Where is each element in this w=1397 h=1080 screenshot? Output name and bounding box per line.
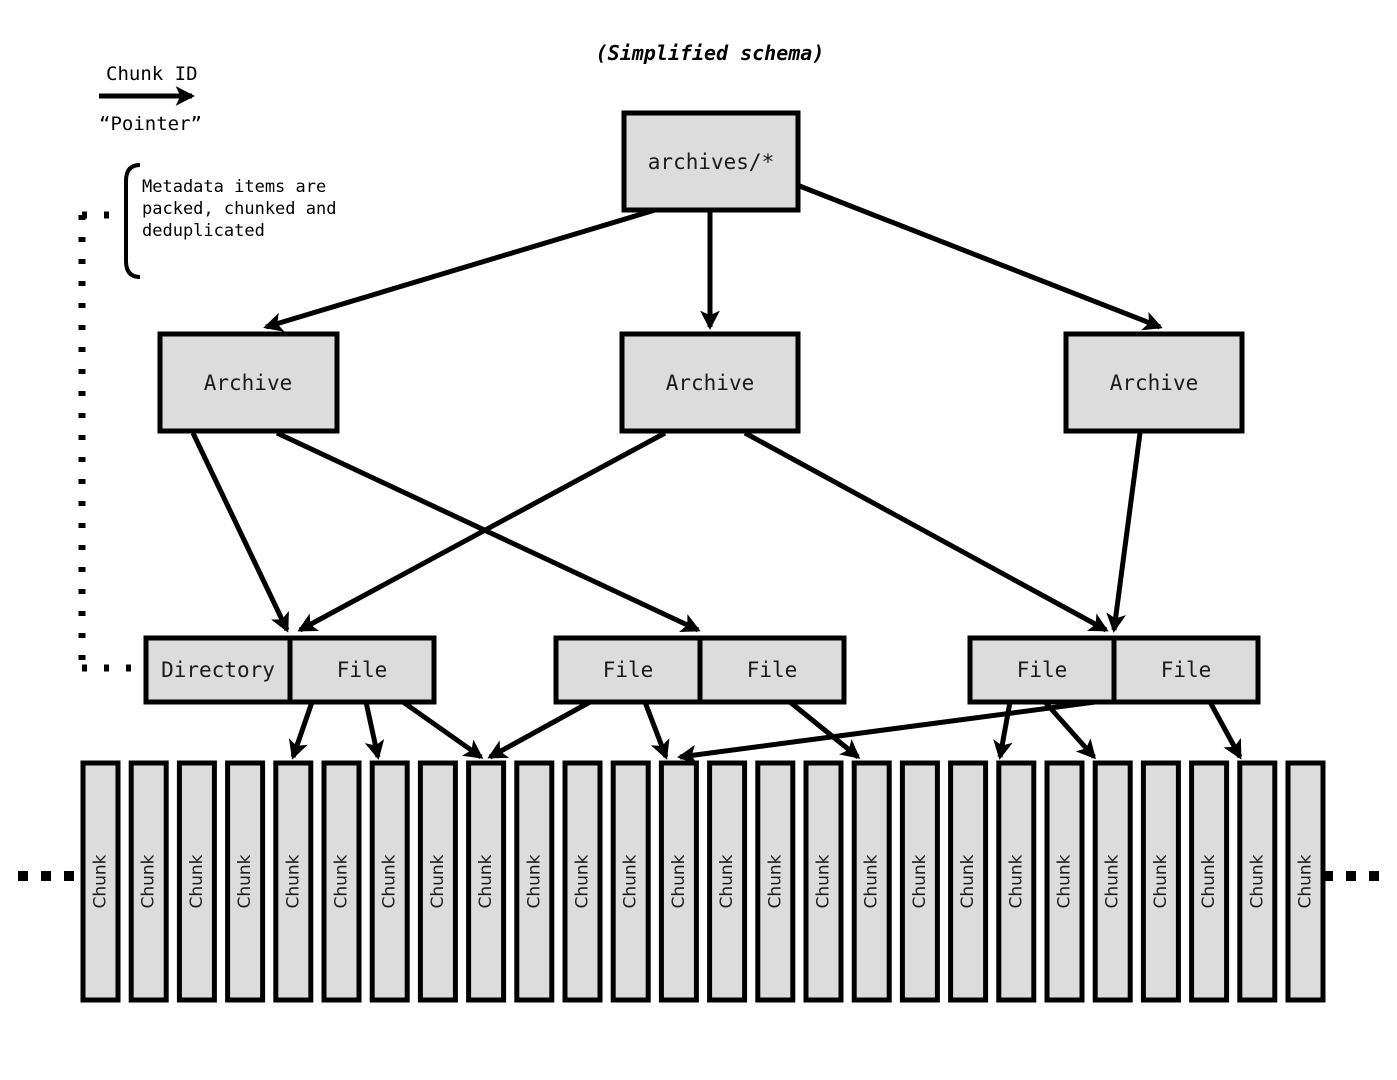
chunk-node[interactable]: Chunk	[1189, 760, 1230, 1003]
chunk-node-label: Chunk	[428, 854, 448, 908]
node-file-3-label: File	[747, 658, 798, 682]
item-group-2[interactable]: File File	[553, 635, 847, 705]
chunk-node-label: Chunk	[1151, 854, 1171, 908]
chunk-node-label: Chunk	[187, 854, 207, 908]
ellipsis-left	[18, 871, 74, 881]
chunk-node-label: Chunk	[91, 854, 111, 908]
ellipsis-right	[1323, 871, 1379, 881]
chunk-node-label: Chunk	[139, 854, 159, 908]
chunk-node-label: Chunk	[283, 854, 303, 908]
chunk-node[interactable]: Chunk	[514, 760, 555, 1003]
node-archive-3-label: Archive	[1110, 371, 1199, 395]
chunk-node-label: Chunk	[1199, 854, 1219, 908]
node-archive-1[interactable]: Archive	[157, 331, 340, 434]
chunk-node[interactable]: Chunk	[562, 760, 603, 1003]
chunk-node[interactable]: Chunk	[369, 760, 410, 1003]
chunk-node-label: Chunk	[862, 854, 882, 908]
edge-item-to-chunk-f	[788, 700, 861, 759]
edge-item-to-chunk-e	[642, 701, 670, 760]
chunk-node-label: Chunk	[765, 854, 785, 908]
chunk-node-label: Chunk	[1296, 854, 1316, 908]
legend-top-label: Chunk ID	[106, 63, 198, 85]
edge-item-to-chunk-j	[1207, 700, 1243, 760]
edge-item-to-chunk-a	[288, 701, 315, 760]
left-curly-brace-icon	[124, 163, 141, 279]
chunk-node-label: Chunk	[910, 854, 930, 908]
edge-item-to-chunk-g	[993, 701, 1013, 760]
chunk-node[interactable]: Chunk	[417, 760, 458, 1003]
node-archives-root-label: archives/*	[648, 150, 774, 174]
item-group-1[interactable]: Directory File	[143, 635, 437, 705]
node-file-2-label: File	[603, 658, 654, 682]
node-directory-label: Directory	[161, 658, 275, 682]
node-archive-3[interactable]: Archive	[1063, 331, 1245, 434]
edge-archive2-to-item-file3	[743, 430, 1109, 633]
chunk-node-label: Chunk	[1006, 854, 1026, 908]
chunk-node-label: Chunk	[1055, 854, 1075, 908]
edge-item-to-chunk-c	[401, 699, 484, 760]
chunk-node[interactable]: Chunk	[225, 760, 266, 1003]
chunk-node[interactable]: Chunk	[1237, 760, 1278, 1003]
note-line-3: deduplicated	[142, 221, 265, 241]
chunk-node-label: Chunk	[1103, 854, 1123, 908]
chunk-node[interactable]: Chunk	[1044, 760, 1085, 1003]
chunk-node[interactable]: Chunk	[321, 760, 362, 1003]
chunk-row: Chunk Chunk Chunk Chunk Chunk Chunk Chunk Chunk…	[80, 760, 1326, 1003]
chunk-node-label: Chunk	[717, 854, 737, 908]
chunk-node-label: Chunk	[235, 854, 255, 908]
legend-bottom-label: “Pointer”	[99, 113, 202, 135]
edge-item-to-chunk-h	[1043, 700, 1096, 760]
edge-root-to-archive-1	[263, 207, 656, 332]
chunk-node[interactable]: Chunk	[996, 760, 1037, 1003]
edge-root-to-archive-3	[796, 182, 1163, 331]
chunk-node[interactable]: Chunk	[707, 760, 748, 1003]
node-file-5-label: File	[1161, 658, 1212, 682]
chunk-node-label: Chunk	[669, 854, 689, 908]
chunk-node-label: Chunk	[332, 854, 352, 908]
edge-archive3-to-item-file3	[1106, 432, 1143, 633]
chunk-node-label: Chunk	[621, 854, 641, 908]
note-line-2: packed, chunked and	[142, 199, 336, 219]
chunk-node-label: Chunk	[814, 854, 834, 908]
chunk-node[interactable]: Chunk	[176, 760, 217, 1003]
edge-archive2-to-item-file1	[297, 430, 667, 633]
node-archive-2[interactable]: Archive	[619, 331, 801, 434]
chunk-node[interactable]: Chunk	[803, 760, 844, 1003]
node-archive-1-label: Archive	[204, 371, 293, 395]
chunk-node-label: Chunk	[1247, 854, 1267, 908]
chunk-node-label: Chunk	[524, 854, 544, 908]
chunk-node[interactable]: Chunk	[948, 760, 989, 1003]
chunk-node[interactable]: Chunk	[851, 760, 892, 1003]
item-group-3[interactable]: File File	[967, 635, 1261, 705]
chunk-node[interactable]: Chunk	[610, 760, 651, 1003]
node-file-4-label: File	[1017, 658, 1068, 682]
chunk-node[interactable]: Chunk	[658, 760, 699, 1003]
edge-archive1-to-item-dirfile	[190, 431, 290, 633]
node-archive-2-label: Archive	[666, 371, 755, 395]
chunk-node[interactable]: Chunk	[128, 760, 169, 1003]
chunk-node[interactable]: Chunk	[899, 760, 940, 1003]
chunk-node[interactable]: Chunk	[466, 760, 507, 1003]
chunk-node[interactable]: Chunk	[273, 760, 314, 1003]
chunk-node[interactable]: Chunk	[1092, 760, 1133, 1003]
chunk-node[interactable]: Chunk	[1285, 760, 1326, 1003]
chunk-node[interactable]: Chunk	[755, 760, 796, 1003]
edge-item-to-chunk-i	[677, 699, 1096, 765]
edge-item-to-chunk-b	[363, 701, 385, 760]
chunk-node-label: Chunk	[380, 854, 400, 908]
page-title: (Simplified schema)	[596, 41, 825, 65]
chunk-node-label: Chunk	[476, 854, 496, 908]
chunk-node[interactable]: Chunk	[1140, 760, 1181, 1003]
chunk-node-label: Chunk	[573, 854, 593, 908]
chunk-node[interactable]: Chunk	[80, 760, 121, 1003]
node-file-1-label: File	[337, 658, 388, 682]
node-archives-root[interactable]: archives/*	[621, 110, 801, 213]
edge-item-to-chunk-d	[487, 699, 592, 760]
chunk-node-label: Chunk	[958, 854, 978, 908]
note-line-1: Metadata items are	[142, 177, 326, 197]
